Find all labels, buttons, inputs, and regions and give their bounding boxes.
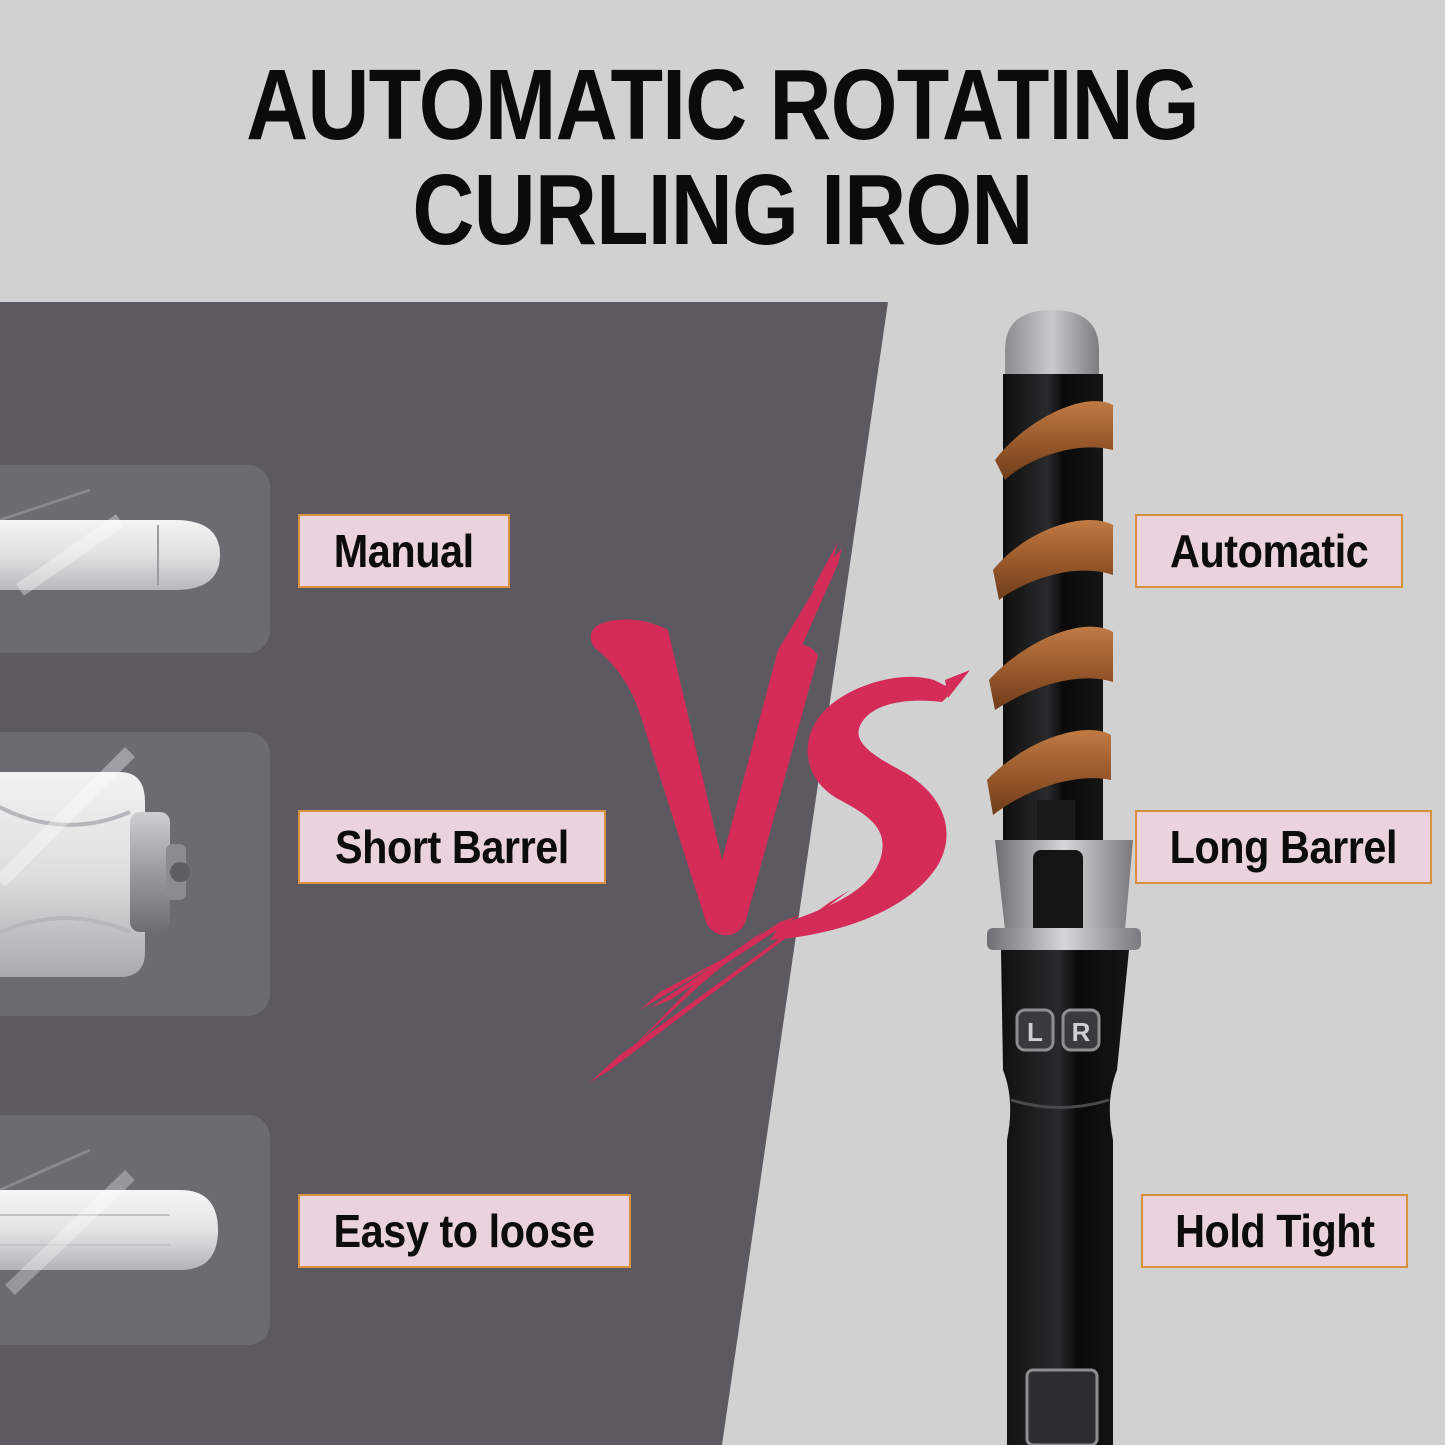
svg-text:L: L — [1027, 1017, 1043, 1047]
page-title-line-1: AUTOMATIC ROTATING — [246, 49, 1200, 161]
short-barrel-card — [0, 732, 270, 1016]
feature-label-easy-to-loose: Easy to loose — [298, 1194, 631, 1268]
short-barrel-image — [0, 747, 190, 977]
feature-label-long-barrel: Long Barrel — [1135, 810, 1432, 884]
feature-label-short-barrel: Short Barrel — [298, 810, 606, 884]
manual-barrel-image — [0, 488, 220, 596]
loose-clamp-image — [0, 1148, 218, 1296]
vs-brush-mark-icon — [590, 542, 970, 1082]
page-title-line-2: CURLING IRON — [412, 154, 1033, 266]
feature-label-automatic: Automatic — [1135, 514, 1403, 588]
feature-label-hold-tight: Hold Tight — [1141, 1194, 1408, 1268]
manual-barrel-card — [0, 465, 270, 653]
svg-text:R: R — [1072, 1017, 1091, 1047]
loose-clamp-card — [0, 1115, 270, 1345]
rotating-curling-iron-product: L R — [987, 310, 1141, 1445]
feature-label-manual: Manual — [298, 514, 510, 588]
